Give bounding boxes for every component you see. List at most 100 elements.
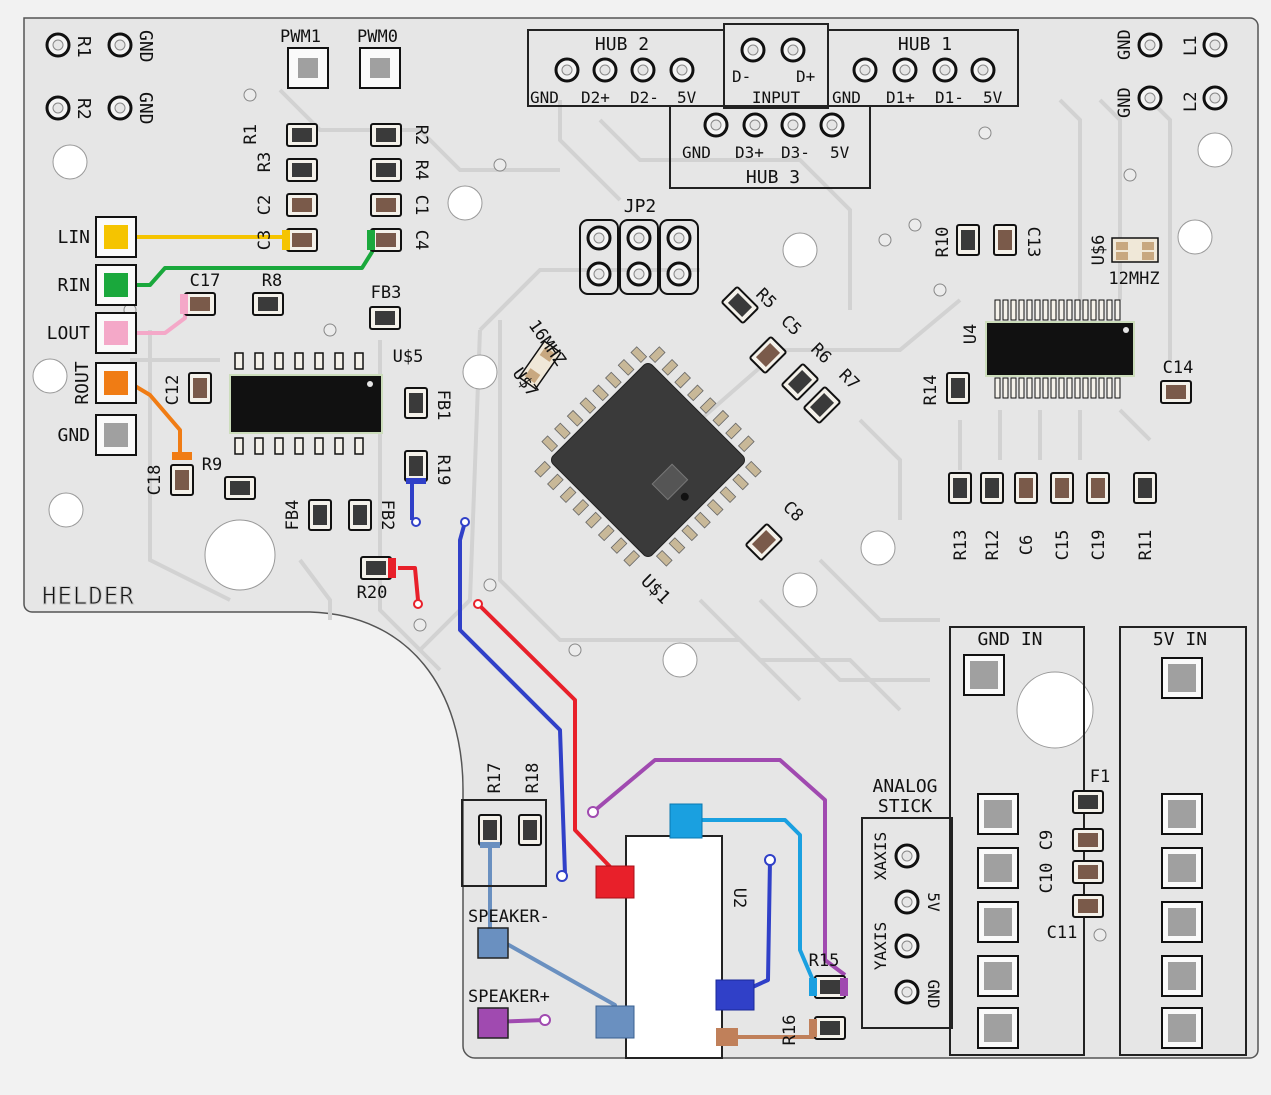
pad-r2-b — [107, 95, 133, 121]
smd-c9 — [1072, 828, 1104, 852]
label-xaxis: XAXIS — [871, 832, 890, 880]
label-d2m: D2- — [630, 88, 659, 107]
label-lout: LOUT — [47, 323, 91, 344]
pad-brown — [716, 1028, 738, 1046]
label-r16: R16 — [780, 1015, 800, 1046]
label-speaker-plus: SPEAKER+ — [468, 987, 550, 1007]
label-stick: STICK — [878, 796, 932, 817]
smd-r3 — [286, 158, 318, 182]
smd-r14 — [946, 372, 970, 404]
label-c15: C15 — [1053, 530, 1073, 561]
smd-r9 — [224, 476, 256, 500]
label-gnd-1: GND — [135, 30, 156, 63]
smd-r16 — [814, 1016, 846, 1040]
v5-in-outline — [1119, 626, 1247, 1056]
label-12mhz: 12MHZ — [1108, 269, 1159, 289]
label-us6: U$6 — [1089, 235, 1109, 266]
label-c12: C12 — [163, 375, 183, 406]
label-r2: R2 — [73, 98, 94, 120]
label-d3m: D3- — [781, 143, 810, 162]
label-r2b: R2 — [411, 125, 431, 145]
label-c18: C18 — [145, 465, 165, 496]
label-r9: R9 — [202, 455, 222, 475]
smd-r18 — [518, 814, 542, 846]
ic-us1 — [534, 346, 762, 567]
label-hub2-5v: 5V — [677, 88, 697, 107]
label-r17: R17 — [485, 763, 505, 794]
label-fb1: FB1 — [433, 390, 453, 421]
smd-r17 — [478, 814, 502, 846]
smd-c2 — [286, 193, 318, 217]
smd-r4 — [370, 158, 402, 182]
label-hub3-gnd: GND — [682, 143, 711, 162]
trace-cyan — [686, 818, 817, 986]
pad-cyan — [669, 803, 703, 839]
label-fb4: FB4 — [283, 500, 303, 531]
label-r12: R12 — [983, 530, 1003, 561]
smd-c4 — [370, 228, 402, 252]
ic-u4 — [985, 299, 1135, 399]
trace-purple — [591, 758, 847, 977]
label-jp2: JP2 — [624, 196, 657, 217]
label-analog: ANALOG — [872, 776, 937, 797]
label-fb3: FB3 — [371, 283, 402, 303]
label-u4: U4 — [961, 324, 981, 344]
label-speaker-minus: SPEAKER- — [468, 907, 550, 927]
pad-r1-a — [45, 32, 71, 58]
smd-c15 — [1050, 472, 1074, 504]
label-gnd-stick: GND — [924, 980, 943, 1009]
label-c11: C11 — [1047, 923, 1078, 943]
vias — [123, 88, 1137, 942]
label-input: INPUT — [752, 88, 801, 107]
label-d1p: D1+ — [886, 88, 915, 107]
label-l2: L2 — [1181, 92, 1201, 112]
smd-c19 — [1086, 472, 1110, 504]
smd-c6 — [1014, 472, 1038, 504]
label-f1: F1 — [1090, 767, 1110, 787]
label-r1b: R1 — [241, 124, 261, 144]
label-rout: ROUT — [72, 361, 93, 405]
label-c14: C14 — [1163, 358, 1194, 378]
label-hub2-gnd: GND — [530, 88, 559, 107]
label-5v-in: 5V IN — [1153, 629, 1207, 650]
board-name: HELDER — [42, 582, 135, 610]
jp2-header — [579, 219, 699, 295]
pad-r1-b — [107, 32, 133, 58]
label-c19: C19 — [1089, 530, 1109, 561]
label-r1: R1 — [73, 36, 94, 58]
trace-rout — [128, 381, 182, 455]
label-rin: RIN — [57, 275, 90, 296]
label-r15: R15 — [809, 951, 840, 971]
smd-fb2 — [348, 499, 372, 531]
pad-speaker-plus — [477, 1007, 509, 1039]
label-c3: C3 — [255, 230, 275, 250]
label-hub1: HUB 1 — [898, 34, 952, 55]
label-r10: R10 — [933, 227, 953, 258]
smd-r19 — [404, 450, 428, 482]
label-r4: R4 — [411, 160, 431, 180]
smd-r8 — [252, 292, 284, 316]
label-gnd-2: GND — [135, 92, 156, 125]
label-c13: C13 — [1023, 227, 1043, 258]
smd-fb4 — [308, 499, 332, 531]
pad-r2-a — [45, 95, 71, 121]
trace-blue-2 — [458, 521, 567, 875]
label-c1: C1 — [411, 195, 431, 215]
smd-c3 — [286, 228, 318, 252]
smd-r1 — [286, 123, 318, 147]
label-r11: R11 — [1136, 530, 1156, 561]
label-us5: U$5 — [393, 347, 424, 367]
smd-c1 — [370, 193, 402, 217]
u2-cutout — [625, 835, 723, 1059]
hub3-outline — [669, 105, 871, 189]
label-r19: R19 — [433, 455, 453, 486]
smd-c10 — [1072, 860, 1104, 884]
label-d3p: D3+ — [735, 143, 764, 162]
pad-blue — [715, 979, 755, 1011]
smd-c13 — [993, 224, 1017, 256]
label-lin: LIN — [57, 227, 90, 248]
label-u2: U2 — [729, 888, 749, 908]
label-gnd-in: GND IN — [977, 629, 1042, 650]
smd-c18 — [170, 464, 194, 496]
smd-r20 — [360, 556, 392, 580]
